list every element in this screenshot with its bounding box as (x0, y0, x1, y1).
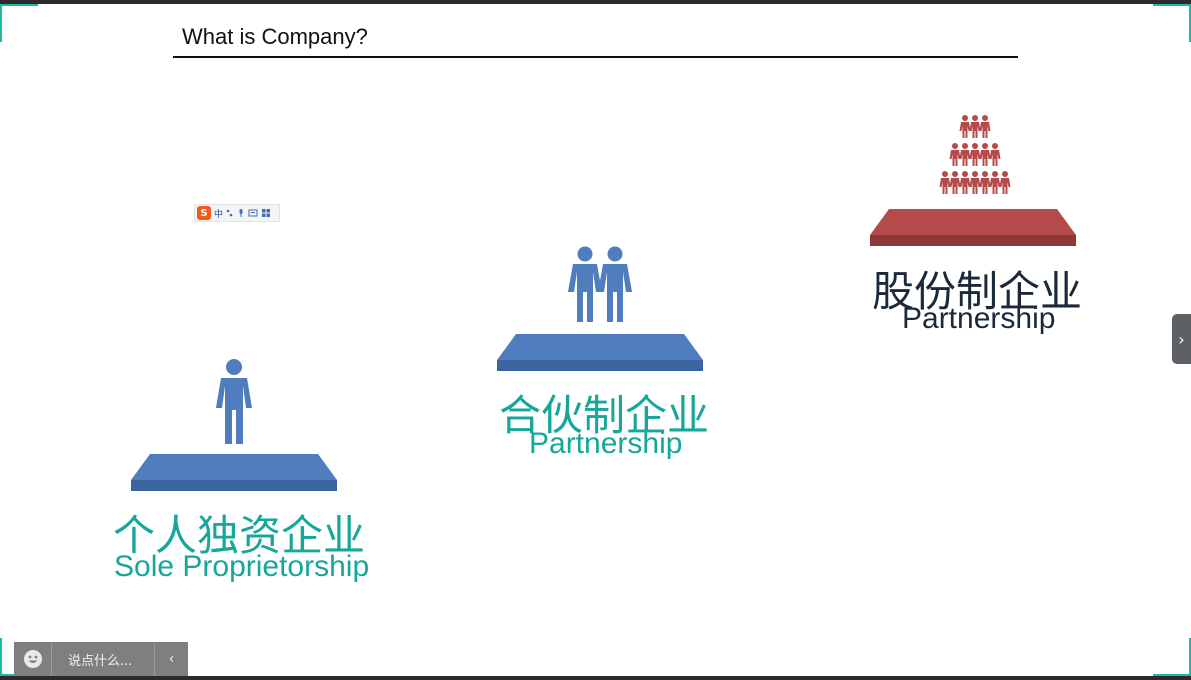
small-person-icon (969, 143, 981, 166)
platform-partnership (497, 334, 703, 371)
window-frame-top (0, 0, 1191, 4)
slide-title: What is Company? (182, 24, 368, 49)
small-person-icon (949, 143, 961, 166)
chevron-left-icon: ‹ (168, 651, 175, 667)
small-person-icon (989, 143, 1001, 166)
microphone-icon[interactable] (237, 208, 245, 218)
company-en-label: Partnership (902, 302, 1056, 335)
small-person-icon (959, 171, 971, 194)
keyboard-icon[interactable] (248, 208, 258, 218)
chat-bar: 说点什么... ‹ (14, 642, 188, 676)
small-person-icon (989, 171, 1001, 194)
small-person-icon (959, 115, 971, 138)
company-cn-label: 合伙制企业 (499, 391, 710, 440)
frame-corner-bottom-right (1153, 638, 1191, 676)
side-panel-toggle[interactable]: › (1172, 314, 1191, 364)
small-person-icon (999, 171, 1011, 194)
small-person-icon (969, 115, 981, 138)
frame-corner-top-right (1153, 4, 1191, 42)
smiley-icon (23, 650, 42, 668)
company-en-label: Sole Proprietorship (114, 550, 370, 583)
small-person-icon (979, 143, 991, 166)
people-crowd-icon (939, 115, 1011, 194)
chat-collapse-button[interactable]: ‹ (154, 642, 188, 676)
platform-sole-proprietorship (131, 454, 337, 491)
small-person-icon (979, 171, 991, 194)
punctuation-icon[interactable] (226, 208, 234, 218)
ime-logo-icon[interactable]: S (197, 206, 211, 220)
frame-corner-top-left (0, 4, 38, 42)
company-en-label: Partnership (529, 427, 683, 460)
ime-language-toggle[interactable]: 中 (214, 209, 224, 220)
grid-menu-icon[interactable] (261, 208, 271, 218)
platform-joint-stock (870, 209, 1076, 246)
two-people-icon (568, 246, 632, 322)
small-person-icon (939, 171, 951, 194)
person-icon (216, 359, 252, 444)
company-cn-label: 个人独资企业 (113, 511, 366, 560)
small-person-icon (969, 171, 981, 194)
ime-toolbar[interactable]: S 中 (194, 204, 280, 222)
window-frame-bottom (0, 676, 1191, 680)
company-cn-label: 股份制企业 (872, 267, 1083, 316)
chat-input[interactable]: 说点什么... (68, 653, 133, 669)
chevron-right-icon: › (1178, 329, 1185, 349)
title-underline (173, 56, 1018, 58)
small-person-icon (949, 171, 961, 194)
emoji-button[interactable] (14, 642, 52, 676)
small-person-icon (959, 143, 971, 166)
small-person-icon (979, 115, 991, 138)
